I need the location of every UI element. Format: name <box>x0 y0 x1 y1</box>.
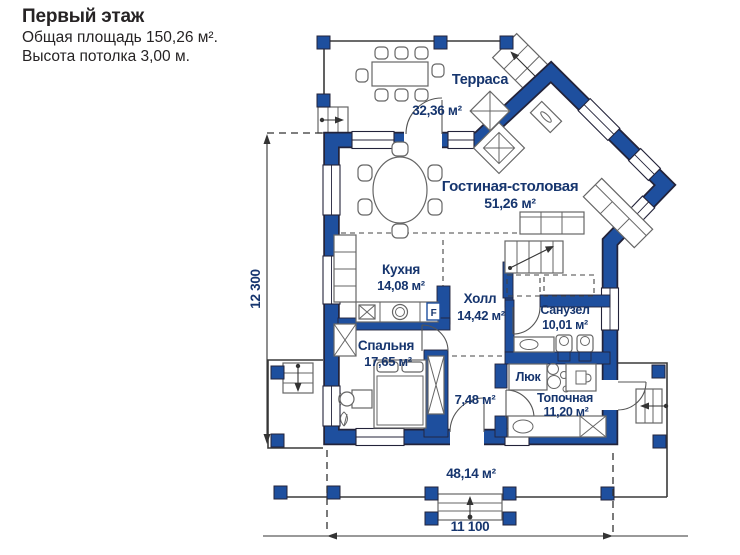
kitchen-name: Кухня <box>382 262 420 277</box>
title-block: Первый этаж Общая площадь 150,26 м². Выс… <box>22 6 218 66</box>
terrace-left-steps <box>317 106 349 134</box>
total-area-line: Общая площадь 150,26 м². <box>22 29 218 46</box>
kitchen-area: 14,08 м² <box>377 278 426 293</box>
zone-dashes <box>341 232 595 357</box>
plant-icon <box>340 411 348 427</box>
wall-niche <box>529 100 563 134</box>
hall-name: Холл <box>464 291 497 306</box>
sideboard <box>519 211 585 235</box>
veranda-area: 48,14 м² <box>446 466 496 481</box>
terrace-area: 32,36 м² <box>412 103 462 118</box>
entry-steps <box>437 493 503 521</box>
page-title: Первый этаж <box>22 6 145 27</box>
wash-basins <box>555 334 594 362</box>
fridge-label: F <box>431 308 437 319</box>
desk-and-chair <box>338 389 373 409</box>
living-area: 51,26 м² <box>484 195 536 211</box>
fireplace-icon <box>469 90 526 175</box>
pillars <box>270 35 667 526</box>
hall-staircase <box>504 240 564 274</box>
bathroom-vanity <box>513 336 555 353</box>
hatch-box <box>508 363 548 391</box>
sofa <box>582 177 654 249</box>
bathroom-name: Санузел <box>540 303 590 317</box>
terrace-dining-table <box>355 46 445 102</box>
hall-area: 14,42 м² <box>457 308 506 323</box>
dining-table <box>357 141 443 239</box>
hatch-name: Люк <box>516 370 542 384</box>
boiler-sink <box>565 363 597 392</box>
living-name: Гостиная-столовая <box>442 178 579 195</box>
boiler-area: 11,20 м² <box>543 405 588 419</box>
boiler-counter <box>507 415 607 438</box>
right-porch-steps <box>635 388 669 424</box>
terrace-name: Терраса <box>452 72 509 88</box>
bedroom-wardrobe <box>333 323 357 357</box>
ceiling-height-line: Высота потолка 3,00 м. <box>22 48 190 65</box>
kitchen-cabinets: F <box>333 234 441 323</box>
fridge-icon: F <box>426 302 441 321</box>
dimension-height-label: 12 300 <box>248 269 263 309</box>
bedroom-area: 17,65 м² <box>364 354 413 369</box>
dimension-width: 11 100 <box>263 450 688 540</box>
dimension-height: 12 300 <box>248 132 323 444</box>
bedroom-name: Спальня <box>358 338 414 353</box>
bathroom-area: 10,01 м² <box>542 318 588 332</box>
dimension-width-label: 11 100 <box>451 519 490 534</box>
left-porch-steps <box>282 362 314 394</box>
corridor-area: 7,48 м² <box>455 392 497 407</box>
terrace-chairs <box>355 46 445 102</box>
boiler-name: Топочная <box>537 391 593 405</box>
stove-icon <box>358 304 376 320</box>
bed <box>373 359 427 429</box>
room-labels: Терраса 32,36 м² Гостиная-столовая 51,26… <box>358 72 593 481</box>
sink-icon <box>391 303 409 321</box>
interior-doors <box>421 306 541 419</box>
